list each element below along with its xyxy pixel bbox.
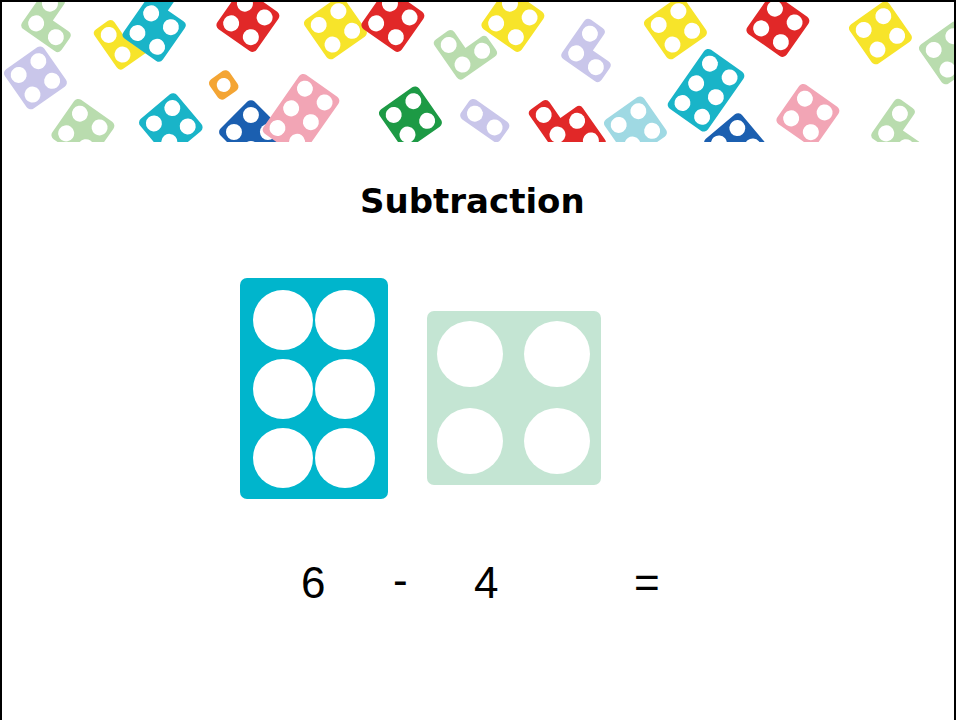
numicon-piece	[774, 82, 841, 142]
numicon-piece	[559, 17, 626, 84]
numicon-piece	[602, 94, 669, 142]
numicon-piece	[121, 2, 202, 64]
numicon-piece	[261, 72, 342, 142]
numicon-piece	[847, 2, 914, 66]
numicon-piece	[458, 97, 511, 142]
numicon-piece	[19, 2, 86, 54]
equation-term: 6	[301, 561, 325, 605]
equation-term: 4	[474, 561, 498, 605]
numicon-piece	[359, 2, 426, 54]
slide-title: Subtraction	[360, 181, 585, 221]
numicon-piece	[137, 91, 205, 142]
equation-term: -	[393, 558, 408, 602]
numicon-border	[2, 2, 954, 142]
numicon-piece	[527, 84, 608, 142]
numicon-piece	[702, 111, 785, 142]
numicon-piece	[744, 2, 811, 59]
numicon-piece	[479, 2, 546, 54]
numicon-piece	[49, 97, 116, 142]
numicon-piece	[377, 84, 444, 142]
equation-term: =	[634, 561, 660, 605]
numicon-piece	[207, 68, 240, 101]
numicon-piece	[642, 2, 709, 61]
numicon-six	[240, 278, 388, 499]
numicon-piece	[917, 19, 954, 86]
numicon-piece	[869, 97, 936, 142]
numicon-piece	[2, 44, 69, 111]
numicon-four	[427, 311, 601, 485]
numicon-piece	[214, 2, 281, 54]
numicon-piece	[302, 2, 369, 61]
